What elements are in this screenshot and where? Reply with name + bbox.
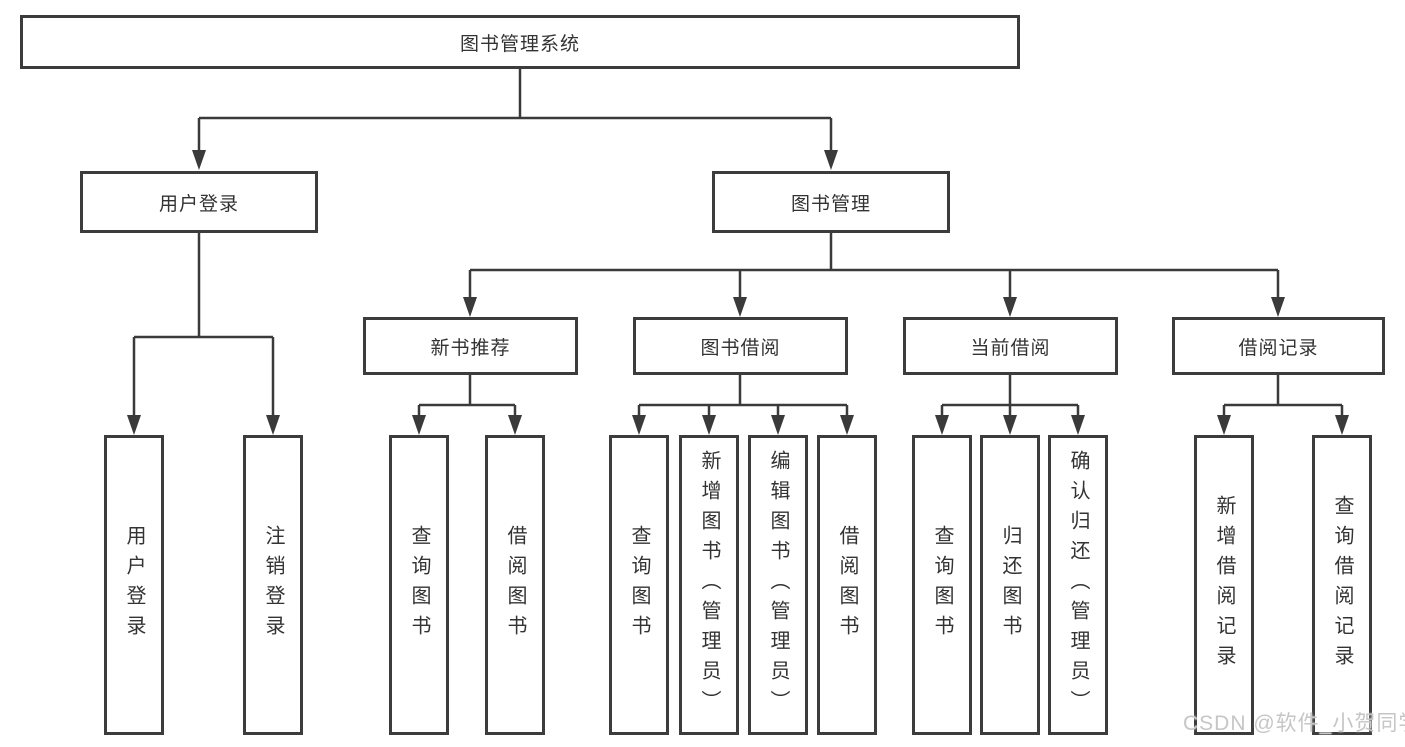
leaf-cb-confirm-return-admin-label: 确认归还（管理员） [1067,450,1089,720]
node-book-management: 图书管理 [712,171,950,233]
node-current-borrow-label: 当前借阅 [970,337,1051,359]
node-book-borrow-label: 图书借阅 [700,337,781,359]
leaf-user-login: 用户登录 [104,435,164,735]
node-user-login-label: 用户登录 [158,193,239,215]
leaf-bb-add-books-admin: 新增图书（管理员） [679,435,739,735]
leaf-bb-query-books: 查询图书 [609,435,669,735]
leaf-bb-add-books-admin-label: 新增图书（管理员） [698,450,720,720]
node-root-label: 图书管理系统 [459,33,580,55]
node-book-borrow: 图书借阅 [633,317,848,375]
node-new-book-recommend: 新书推荐 [363,317,578,375]
csdn-watermark: CSDN @软件_小贺同学 [1183,712,1405,735]
leaf-nb-query-books-label: 查询图书 [408,525,430,645]
leaf-bb-query-books-label: 查询图书 [628,525,650,645]
leaf-nb-borrow-books: 借阅图书 [485,435,545,735]
leaf-bb-edit-books-admin-label: 编辑图书（管理员） [767,450,789,720]
leaf-br-query-record: 查询借阅记录 [1312,435,1372,735]
leaf-cb-return-books: 归还图书 [980,435,1040,735]
leaf-bb-borrow-books: 借阅图书 [817,435,877,735]
node-root: 图书管理系统 [20,15,1020,69]
node-borrow-records: 借阅记录 [1172,317,1385,375]
node-borrow-records-label: 借阅记录 [1238,337,1319,359]
leaf-logout: 注销登录 [243,435,303,735]
leaf-cb-query-books: 查询图书 [912,435,972,735]
leaf-logout-label: 注销登录 [262,525,284,645]
leaf-cb-confirm-return-admin: 确认归还（管理员） [1048,435,1108,735]
node-new-book-recommend-label: 新书推荐 [430,337,511,359]
node-current-borrow: 当前借阅 [903,317,1118,375]
leaf-br-query-record-label: 查询借阅记录 [1331,495,1353,675]
leaf-user-login-label: 用户登录 [123,525,145,645]
node-book-management-label: 图书管理 [790,193,871,215]
leaf-cb-return-books-label: 归还图书 [999,525,1021,645]
leaf-br-add-record: 新增借阅记录 [1194,435,1254,735]
leaf-bb-borrow-books-label: 借阅图书 [836,525,858,645]
leaf-br-add-record-label: 新增借阅记录 [1213,495,1235,675]
node-user-login: 用户登录 [80,171,318,233]
leaf-cb-query-books-label: 查询图书 [931,525,953,645]
leaf-nb-query-books: 查询图书 [389,435,449,735]
leaf-nb-borrow-books-label: 借阅图书 [504,525,526,645]
leaf-bb-edit-books-admin: 编辑图书（管理员） [748,435,808,735]
